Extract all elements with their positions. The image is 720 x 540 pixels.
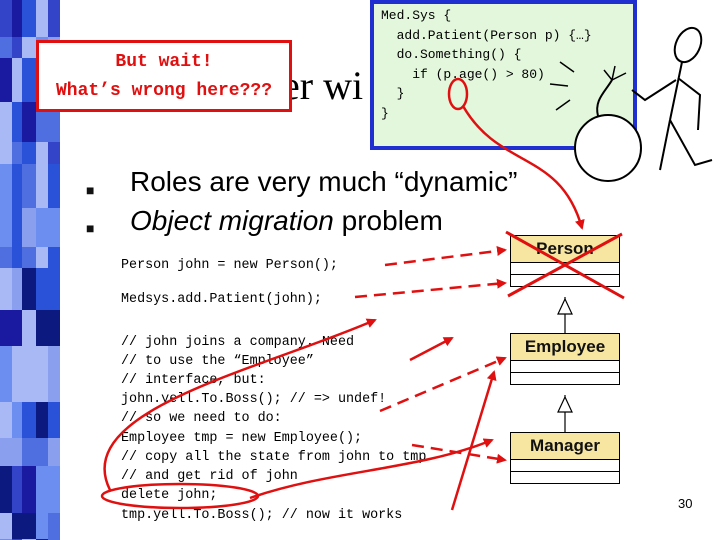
arrow: [450, 370, 497, 511]
code-box-line: }: [381, 86, 405, 102]
bullet-marker: ■: [86, 220, 95, 236]
callout-line-1: But wait!: [115, 52, 213, 72]
code-line: // copy all the state from john to tmp: [121, 450, 427, 465]
code-box-line: if (p.age() > 80): [381, 66, 545, 82]
uml-attributes: [511, 361, 619, 373]
code-line: delete john;: [121, 488, 218, 503]
code-line: john.yell.To.Boss(); // => undef!: [121, 392, 387, 407]
dashed-arrow: [354, 278, 507, 299]
medsys-code-box: Med.Sys { add.Patient(Person p) {…} do.S…: [370, 0, 637, 150]
code-line: Person john = new Person();: [121, 258, 338, 273]
code-line: // john joins a company. Need: [121, 335, 355, 350]
code-line: Medsys.add.Patient(john);: [121, 292, 322, 307]
callout-line-2: What’s wrong here???: [55, 81, 273, 101]
uml-class-employee: Employee: [510, 333, 620, 385]
code-line: tmp.yell.To.Boss(); // now it works: [121, 508, 403, 523]
uml-class-person: Person: [510, 235, 620, 287]
but-wait-callout: But wait! What’s wrong here???: [36, 40, 292, 112]
code-box-line: do.Something() {: [381, 47, 522, 63]
code-line: // to use the “Employee”: [121, 354, 314, 369]
bullet-text-roles: Roles are very much “dynamic”: [130, 166, 518, 197]
code-box-line: add.Patient(Person p) {…}: [381, 27, 592, 43]
inheritance-arrow-icon: [557, 395, 573, 413]
code-box-line: }: [381, 105, 389, 121]
arrow: [409, 336, 454, 362]
uml-methods: [511, 275, 619, 286]
page-number: 30: [678, 496, 693, 511]
code-box-line: Med.Sys {: [381, 8, 452, 23]
uml-methods: [511, 472, 619, 483]
stick-figure-icon: [631, 26, 713, 171]
code-line: // so we need to do:: [121, 411, 282, 426]
uml-class-manager: Manager: [510, 432, 620, 484]
bullet-marker: ■: [86, 182, 95, 198]
uml-methods: [511, 373, 619, 384]
code-line: // and get rid of john: [121, 469, 298, 484]
uml-class-name: Manager: [511, 433, 619, 460]
code-line: Employee tmp = new Employee();: [121, 431, 363, 446]
uml-class-name: Person: [511, 236, 619, 263]
uml-attributes: [511, 460, 619, 472]
uml-attributes: [511, 263, 619, 275]
dashed-arrow: [379, 356, 507, 413]
bullet-rest: problem: [333, 205, 443, 236]
code-line: // interface, but:: [121, 373, 266, 388]
slide-title-partial: er wi: [282, 63, 364, 108]
dashed-arrow: [384, 246, 507, 267]
inheritance-arrow-icon: [557, 297, 573, 315]
bullet-text-migration: Object migration problem: [130, 205, 443, 237]
bullet-italic: Object migration: [130, 205, 334, 236]
uml-class-name: Employee: [511, 334, 619, 361]
